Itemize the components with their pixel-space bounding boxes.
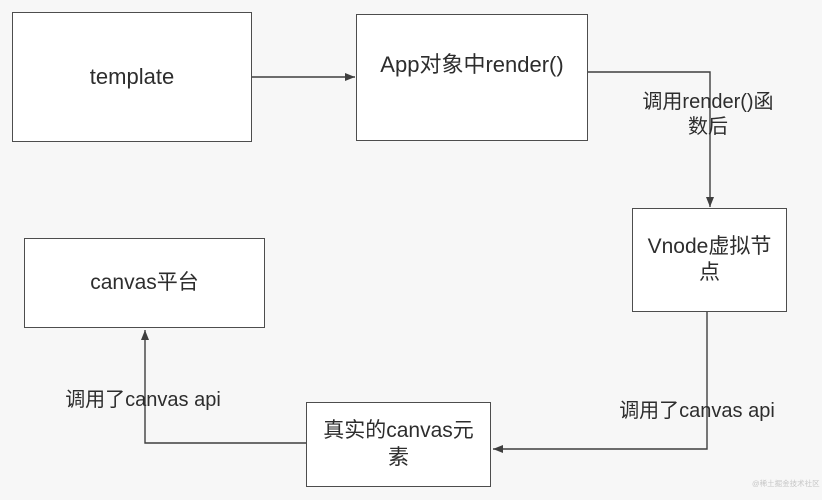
edge-label-after-render-call: 调用render()函 数后	[642, 91, 774, 138]
node-vnode: Vnode虚拟节 点	[632, 208, 787, 312]
node-real-canvas: 真实的canvas元 素	[306, 402, 491, 487]
watermark: @稀土掘金技术社区	[752, 479, 820, 488]
edge-label-called-canvas-api-left: 调用了canvas api	[65, 389, 221, 411]
edge-app-to-vnode	[588, 71, 714, 207]
edge-real-canvas-to-platform	[141, 330, 306, 444]
node-real-canvas-label: 真实的canvas元 素	[323, 419, 474, 469]
node-template-label: template	[89, 64, 175, 90]
node-canvas-platform: canvas平台	[24, 238, 265, 328]
edge-vnode-to-real-canvas	[493, 312, 708, 453]
node-app-render-label: App对象中render()	[380, 51, 564, 77]
node-app-render: App对象中render()	[356, 14, 588, 141]
edge-label-called-canvas-api-right: 调用了canvas api	[619, 400, 775, 422]
node-canvas-platform-label: canvas平台	[90, 270, 199, 294]
node-template: template	[12, 12, 252, 142]
node-vnode-label: Vnode虚拟节 点	[647, 234, 772, 284]
